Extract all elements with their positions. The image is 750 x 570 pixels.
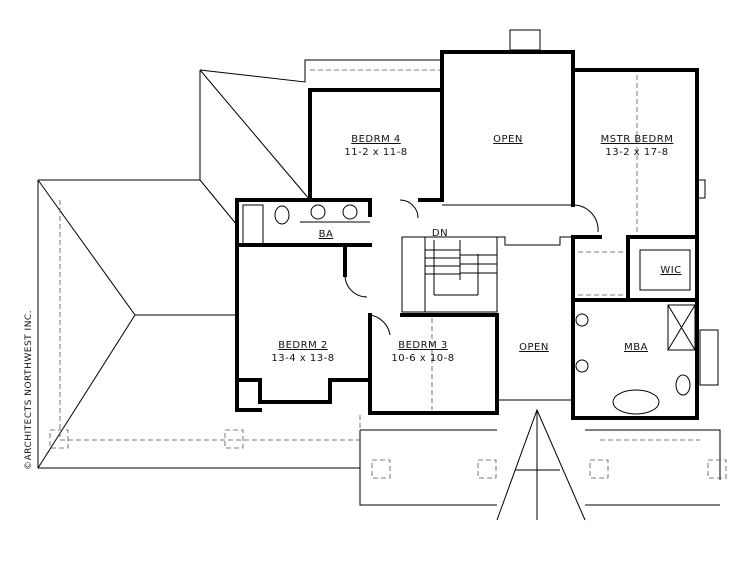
copyright-text: ©ARCHITECTS NORTHWEST INC. [24,310,34,470]
room-label-wic: WIC [660,265,681,276]
room-label-mstr-bedrm: MSTR BEDRM [601,134,674,145]
room-size-bedrm4: 11-2 x 11-8 [344,147,407,158]
room-label-ba: BA [319,229,334,240]
room-label-bedrm2: BEDRM 2 [278,340,328,351]
room-label-bedrm3: BEDRM 3 [398,340,448,351]
roof-lines [37,29,727,521]
room-size-bedrm3: 10-6 x 10-8 [391,353,454,364]
room-size-mstr-bedrm: 13-2 x 17-8 [605,147,668,158]
interior-details [242,75,696,415]
room-label-mba: MBA [624,342,648,353]
room-label-open-lower: OPEN [519,342,549,353]
room-size-bedrm2: 13-4 x 13-8 [271,353,334,364]
room-label-bedrm4: BEDRM 4 [351,134,401,145]
stair-label-dn: DN [432,228,448,239]
room-label-open-upper: OPEN [493,134,523,145]
